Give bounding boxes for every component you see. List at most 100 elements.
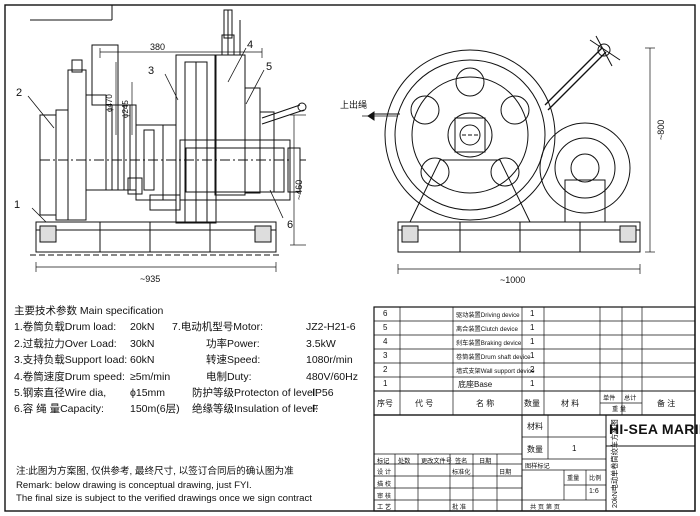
callout-4: 4 <box>247 39 253 51</box>
spec-value: 150m(6层) <box>130 403 180 416</box>
header-material: 材 料 <box>561 399 580 408</box>
quantity-value: 1 <box>572 444 577 453</box>
weight-label: 重量 <box>567 475 580 482</box>
rev-header: 处数 <box>398 458 411 465</box>
part-name: 底座Base <box>458 380 493 389</box>
part-no: 6 <box>383 309 388 318</box>
part-qty: 2 <box>530 365 535 374</box>
header-remark: 备 注 <box>657 399 676 408</box>
spec-row: 2.过载拉力Over Load: 30kN 功率Power: 3.5kW <box>14 336 364 352</box>
header-weight: 重 量 <box>612 406 627 413</box>
title-block-grid <box>373 306 696 512</box>
approve-label: 批 准 <box>452 504 467 511</box>
spec-heading: 主要技术参数 Main specification <box>14 303 364 319</box>
dim-460: ~460 <box>294 180 304 200</box>
spec-value-2: F <box>312 403 319 416</box>
spec-label: 5.钢索直径Wire dia, <box>14 386 107 399</box>
main-specification: 主要技术参数 Main specification 1.卷筒负载Drum loa… <box>14 303 364 418</box>
part-name: 刹车装置Braking device <box>456 340 522 347</box>
part-qty: 1 <box>530 337 535 346</box>
remark-line-3: The final size is subject to the verifie… <box>16 493 312 504</box>
rev-header: 更改文件号 <box>421 458 452 465</box>
leader-5 <box>245 69 265 105</box>
dim-935: ~935 <box>140 274 160 284</box>
spec-row: 4.卷筒速度Drum speed: ≥5m/min 电制Duty: 480V/6… <box>14 369 364 385</box>
leader-2 <box>27 95 55 129</box>
spec-value: 60kN <box>130 354 155 367</box>
spec-row: 6.容 绳 量Capacity: 150m(6层) 绝缘等级Insulation… <box>14 401 364 417</box>
spec-label-2: 功率Power: <box>206 337 260 350</box>
header-total: 总计 <box>624 395 637 402</box>
part-no: 4 <box>383 337 388 346</box>
spec-value: ϕ15mm <box>130 386 166 399</box>
dim-380: 380 <box>150 42 165 52</box>
spec-label: 4.卷筒速度Drum speed: <box>14 370 125 383</box>
part-qty: 1 <box>530 379 535 388</box>
part-no: 1 <box>383 379 388 388</box>
dim-245: ϕ245 <box>121 100 130 118</box>
remark-note: 注:此图为方案图, 仅供参考, 最终尺寸, 以签订合同后的确认图为准 Remar… <box>16 465 312 506</box>
leader-3 <box>164 73 179 101</box>
callout-5: 5 <box>266 61 272 73</box>
rev-header: 签名 <box>455 458 468 465</box>
spec-value: 20kN <box>130 321 155 334</box>
role-label: 描 校 <box>377 481 392 488</box>
drawing-title: 20kN电动单卷筒绞车方案图 <box>610 419 619 508</box>
rev-header: 标记 <box>377 458 390 465</box>
stage-label: 图样标记 <box>525 463 550 470</box>
header-single: 单件 <box>603 395 616 402</box>
part-qty: 1 <box>530 323 535 332</box>
spec-value-2: 480V/60Hz <box>306 370 358 383</box>
standardization-label: 标准化 <box>452 469 471 476</box>
role-label: 工 艺 <box>377 504 392 511</box>
sheet-border <box>4 4 696 512</box>
material-label: 材料 <box>527 422 543 431</box>
spec-row: 5.钢索直径Wire dia, ϕ15mm 防护等级Protecton of l… <box>14 385 364 401</box>
spec-label: 2.过载拉力Over Load: <box>14 337 117 350</box>
spec-label-2: 防护等级Protecton of level: <box>192 386 319 399</box>
dim-470: ϕ470 <box>105 94 114 112</box>
spec-label-2: 转速Speed: <box>206 354 261 367</box>
callout-6: 6 <box>287 219 293 231</box>
rope-out-label: 上出绳 <box>340 99 367 110</box>
spec-value-2: 3.5kW <box>306 337 336 350</box>
callout-1: 1 <box>14 199 20 211</box>
spec-value-2: 1080r/min <box>306 354 353 367</box>
rev-header: 日期 <box>479 458 492 465</box>
header-name: 名 称 <box>476 399 495 408</box>
spec-label: 3.支持负载Support load: <box>14 354 128 367</box>
front-view <box>362 35 655 274</box>
scale-value: 1:6 <box>589 488 599 495</box>
part-name: 墙式支架Wall support device <box>456 368 535 375</box>
leader-6 <box>269 189 284 219</box>
part-qty: 1 <box>530 309 535 318</box>
spec-label-2: 电制Duty: <box>206 370 252 383</box>
spec-label: 6.容 绳 量Capacity: <box>14 403 104 416</box>
side-view <box>27 9 307 272</box>
header-qty: 数量 <box>524 399 540 408</box>
spec-row: 3.支持负载Support load: 60kN 转速Speed: 1080r/… <box>14 352 364 368</box>
callout-3: 3 <box>148 65 154 77</box>
base-frame <box>35 221 277 253</box>
header-code: 代 号 <box>415 399 434 408</box>
role-label: 审 核 <box>377 493 392 500</box>
company-name: HI-SEA MARINE <box>609 421 700 437</box>
part-no: 3 <box>383 351 388 360</box>
part-name: 离合装置Clutch device <box>456 326 518 333</box>
spec-label: 1.卷筒负载Drum load: <box>14 321 117 334</box>
spec-row: 1.卷筒负载Drum load: 20kN 7.电动机型号Motor: JZ2-… <box>14 319 364 335</box>
spec-label-2: 7.电动机型号Motor: <box>172 321 264 334</box>
quantity-label: 数量 <box>527 445 543 454</box>
dim-1000: ~1000 <box>500 275 525 285</box>
date-label: 日期 <box>499 469 512 476</box>
part-name: 卷筒装置Drum shaft device <box>456 354 531 361</box>
part-qty: 1 <box>530 351 535 360</box>
spec-value: 30kN <box>130 337 155 350</box>
part-no: 2 <box>383 365 388 374</box>
sheet-label: 共 页 第 页 <box>530 504 560 511</box>
front-base <box>397 221 641 253</box>
spec-value-2: JZ2-H21-6 <box>306 321 356 334</box>
scale-label: 比例 <box>589 475 602 482</box>
